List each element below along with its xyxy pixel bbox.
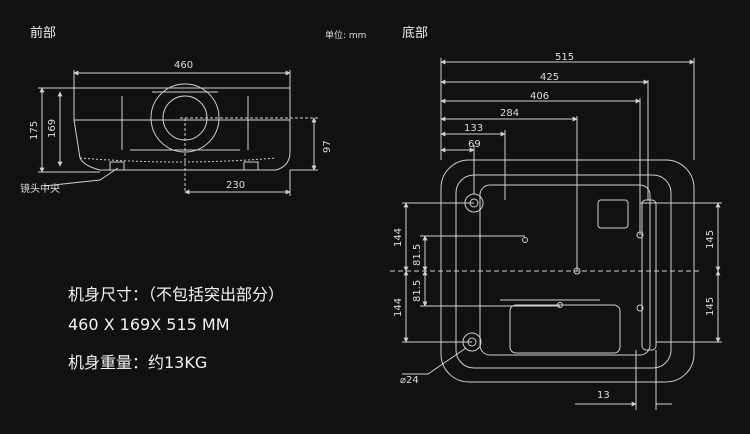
bottom-dim-left-lower: 144 — [393, 298, 404, 317]
bottom-dim-425: 425 — [540, 72, 559, 83]
bottom-dim-right-lower: 145 — [705, 297, 716, 316]
front-dim-lens-offset: 230 — [226, 180, 245, 191]
front-dim-lens-height: 97 — [322, 140, 333, 153]
bottom-dim-133: 133 — [464, 123, 483, 134]
bottom-dim-515: 515 — [555, 52, 574, 63]
bottom-dim-right-upper: 145 — [705, 230, 716, 249]
spec-size-label: 机身尺寸：（不包括突出部分） — [68, 285, 285, 304]
lens-center-label: 镜头中央 — [20, 182, 60, 195]
front-view — [38, 70, 318, 196]
spec-dimensions: 460 X 169X 515 MM — [68, 315, 230, 334]
bottom-dim-69: 69 — [468, 139, 481, 150]
spec-weight: 机身重量：约13KG — [68, 353, 208, 372]
bottom-dim-left-upper: 144 — [393, 228, 404, 247]
unit-label: 单位: mm — [325, 29, 366, 41]
lens-outer — [150, 83, 220, 153]
bottom-title: 底部 — [402, 25, 428, 41]
bottom-dim-inner-upper: 81.5 — [412, 244, 423, 266]
bottom-dim-406: 406 — [530, 91, 549, 102]
bottom-dim-inner-lower: 81.5 — [412, 280, 423, 302]
bottom-view — [390, 58, 722, 410]
front-body-outline — [73, 87, 291, 171]
bottom-dim-13: 13 — [597, 390, 610, 401]
bottom-dim-284: 284 — [500, 108, 519, 119]
front-dim-height-total: 175 — [29, 121, 40, 140]
front-dim-width: 460 — [174, 60, 193, 71]
foot-diameter-label: ⌀24 — [400, 375, 419, 386]
front-dim-height-body: 169 — [47, 119, 58, 138]
front-title: 前部 — [30, 25, 56, 41]
